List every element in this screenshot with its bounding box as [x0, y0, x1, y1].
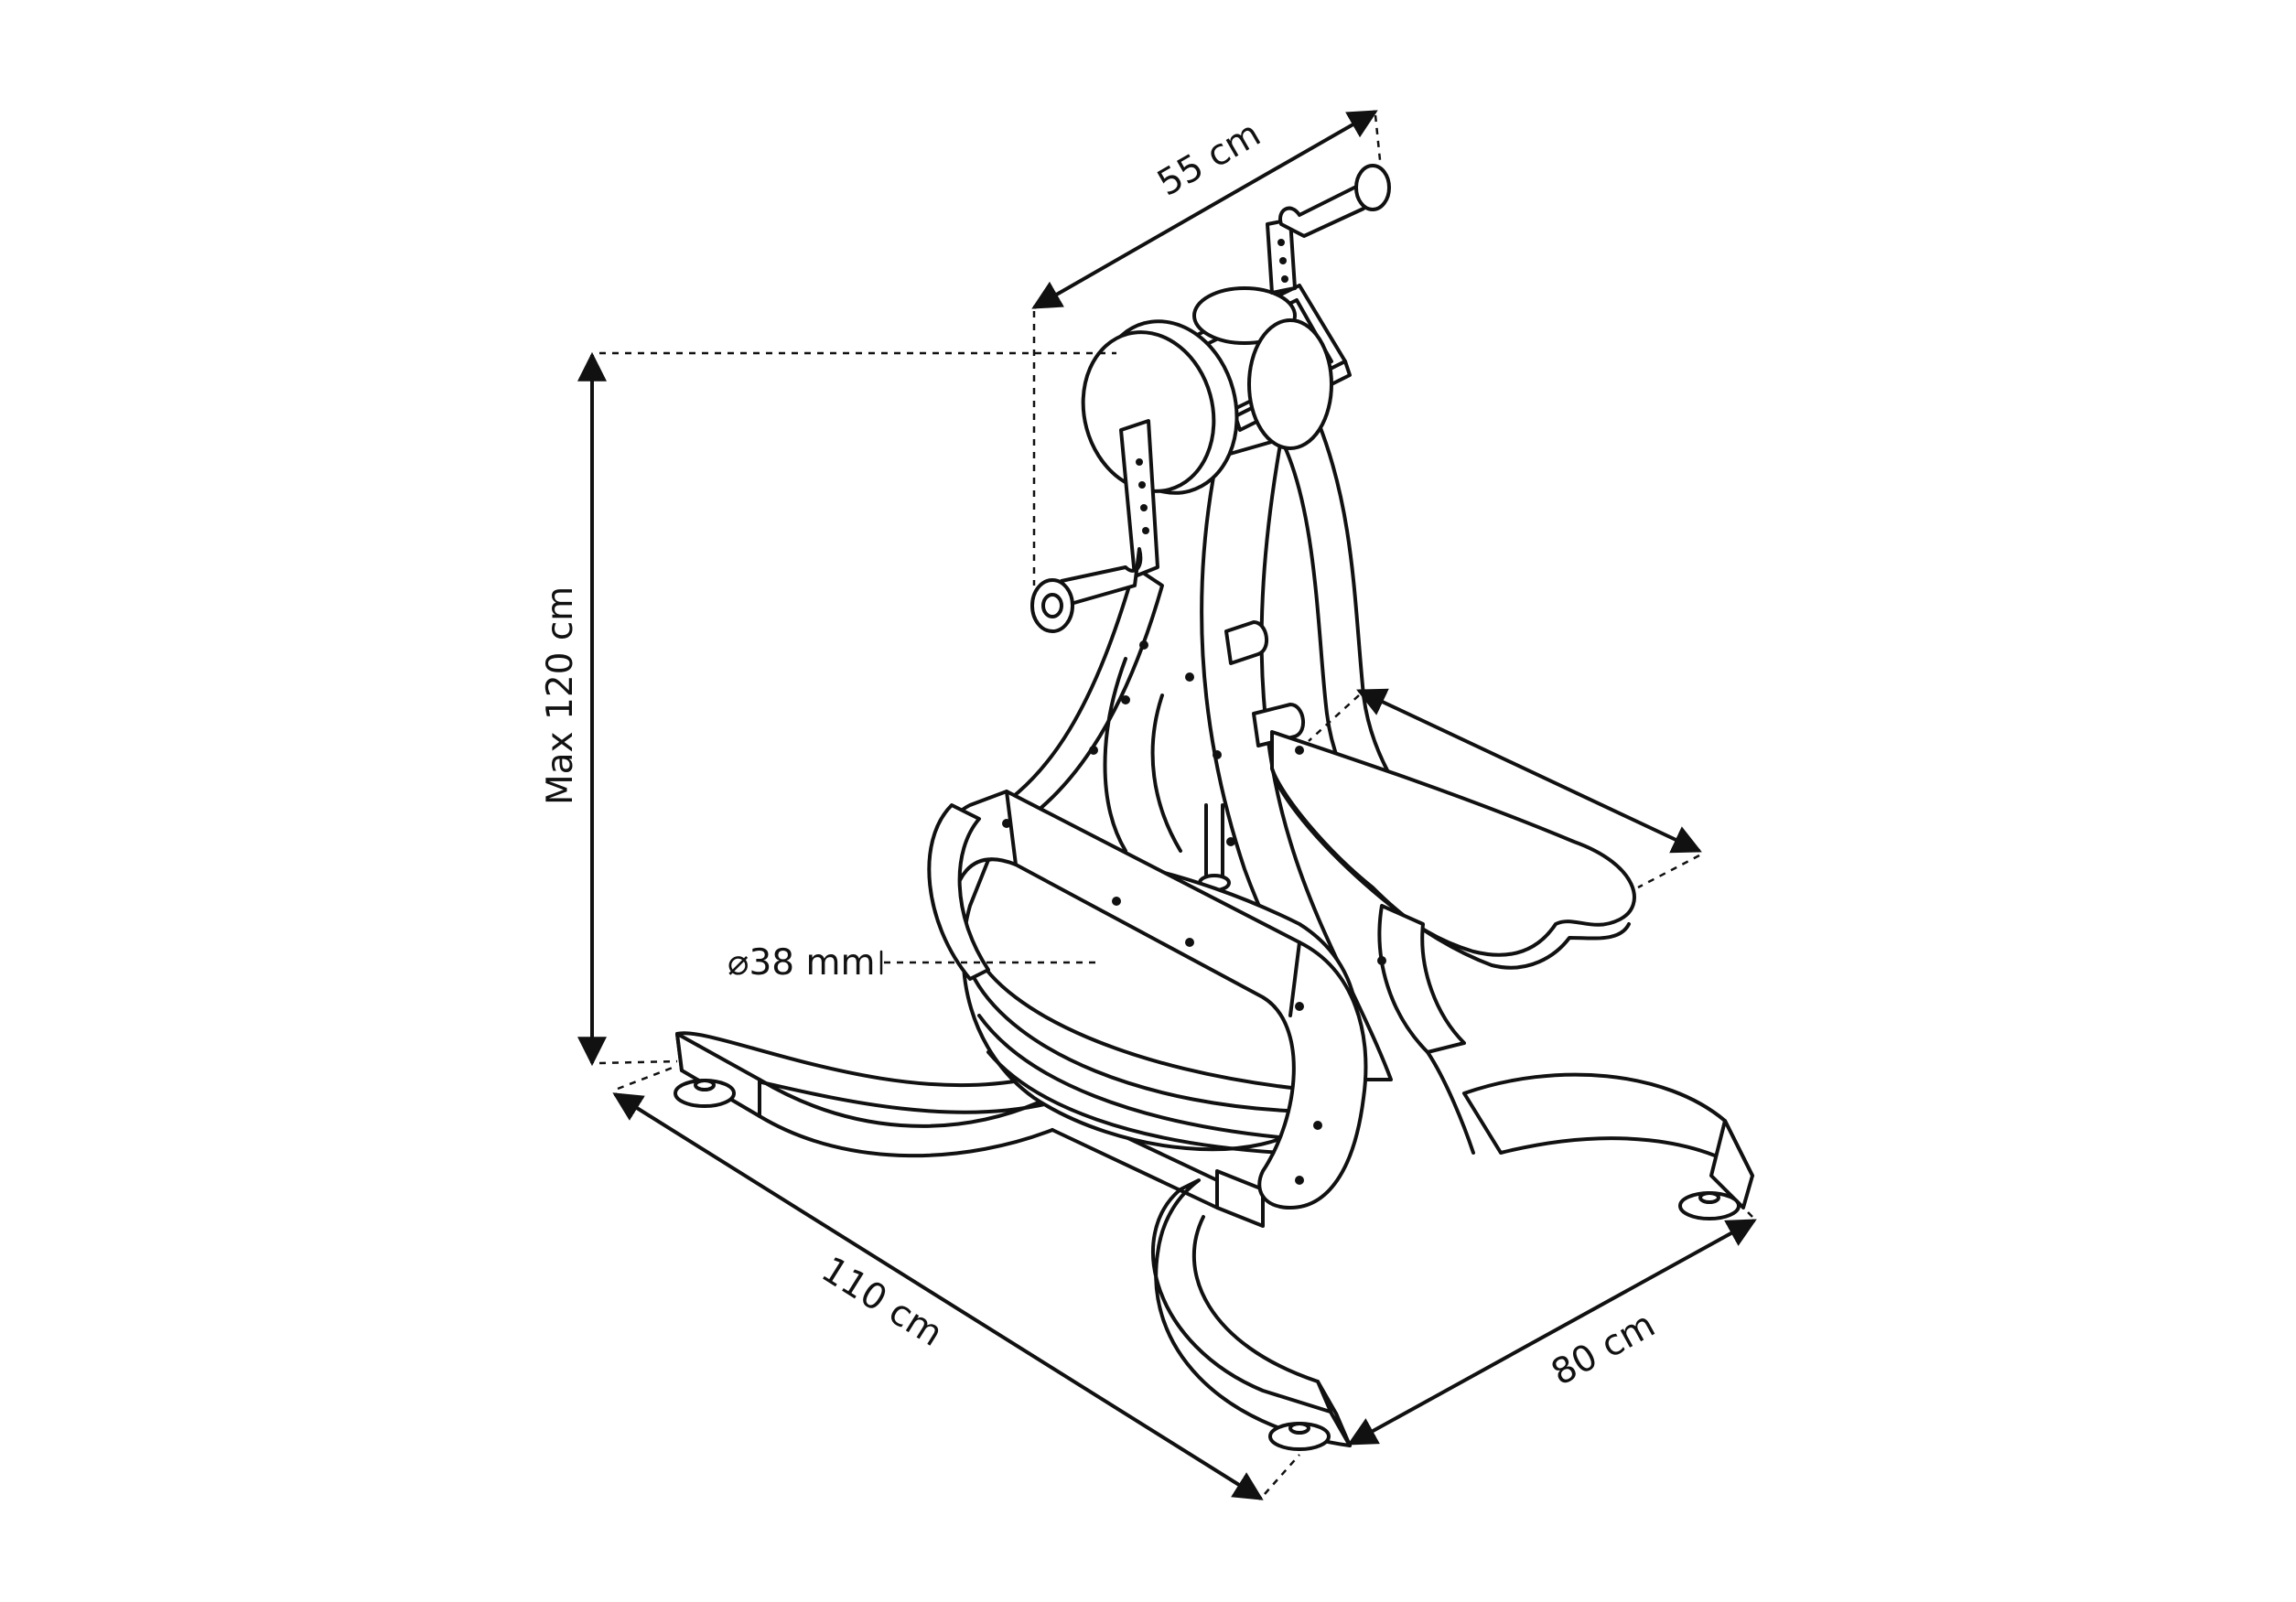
dimension-annotations: 55 cm Max 120 cm ⌀38 mm 110 cm: [540, 110, 1757, 1500]
dim-label-55cm: 55 cm: [1151, 113, 1268, 205]
dim-label-80cm: 80 cm: [1545, 1304, 1662, 1393]
dim-label-110cm: 110 cm: [814, 1249, 950, 1355]
cross-tubes: [1198, 620, 1305, 892]
dim-tube-diameter: [879, 950, 1098, 975]
dim-seat-width: [1308, 688, 1702, 889]
crank-arm-left: [1030, 419, 1159, 633]
dim-55cm: [1031, 110, 1382, 586]
dim-max-120cm: [577, 351, 1116, 1067]
dim-label-tube-diameter: ⌀38 mm: [728, 942, 875, 984]
crank-arm-right: [1266, 164, 1391, 295]
dim-80cm: [1347, 1207, 1757, 1446]
front-frame-ring: [927, 790, 1368, 1210]
base-foot-right: [1462, 1072, 1754, 1220]
dim-label-max-120cm: Max 120 cm: [540, 586, 581, 805]
base-foot-front: [1151, 1169, 1352, 1451]
dim-110cm: [612, 1064, 1300, 1500]
